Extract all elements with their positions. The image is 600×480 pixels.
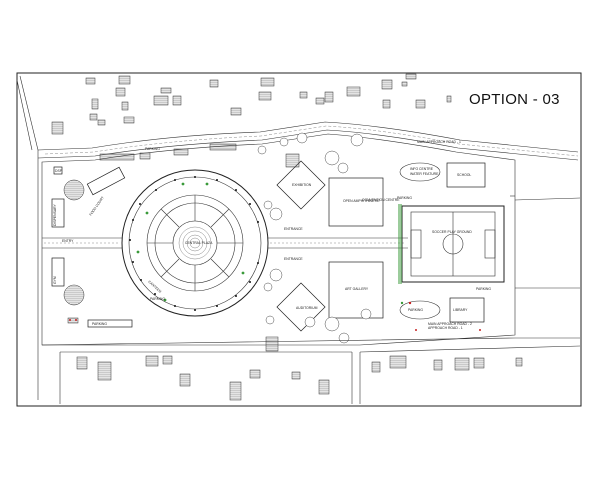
- left-edge-road: [16, 79, 33, 151]
- exhibition-label: EXHIBITION: [292, 183, 312, 187]
- central-plaza: CENTRAL PLAZA: [121, 169, 269, 317]
- info-centre-label: INFO CENTRE: [410, 167, 434, 171]
- food-court-label: FOOD COURT: [89, 196, 105, 217]
- soccer-label: SOCCER PLAY GROUND: [432, 230, 472, 234]
- auditorium-label: AUDITORIUM: [296, 306, 318, 310]
- school-label: SCHOOL: [457, 173, 471, 177]
- parking-south-label: PARKING: [408, 308, 423, 312]
- gym-label: GYM: [53, 276, 57, 284]
- approach-road-2-label: MAIN APPROACH ROAD - 2: [428, 322, 472, 326]
- parking-lot-left-label: PARKING: [150, 297, 165, 301]
- dispensary-small-label: DSP: [55, 169, 63, 173]
- plaza-label: CENTRAL PLAZA: [185, 241, 213, 245]
- soccer-ground: SOCCER PLAY GROUND: [398, 204, 505, 284]
- south-east-blocks: LIBRARY PARKING PARKING MAIN APPROACH RO…: [399, 287, 491, 331]
- entrance-north-label: ENTRANCE: [284, 227, 303, 231]
- amphitheatre-label: OPEN AMPHITHEATRE: [343, 199, 380, 203]
- site-boundary: [41, 133, 516, 346]
- parking-top-label: PARKING: [145, 147, 160, 151]
- parking-north-label: PARKING: [397, 196, 412, 200]
- lower-approach-road: [41, 197, 581, 404]
- library-label: LIBRARY: [453, 308, 468, 312]
- surrounding-buildings-bottom: [76, 336, 523, 401]
- canteen-label: CANTEEN: [147, 280, 162, 294]
- art-gallery-label: ART GALLERY: [345, 287, 369, 291]
- parking-left-label: PARKING: [92, 322, 107, 326]
- plan-title: OPTION - 03: [469, 91, 560, 108]
- left-boundary: [19, 75, 39, 400]
- central-axis-road: ENTRY: [42, 237, 408, 249]
- exhibition-block: EXHIBITION OPEN AMPHITHEATRE: [276, 153, 384, 227]
- plaza-trees: [129, 176, 259, 311]
- entrance-south-label: ENTRANCE: [284, 257, 303, 261]
- main-approach-road-1: MAIN APPROACH ROAD - 1: [37, 121, 579, 161]
- left-facilities: DSP DISPENSARY GYM FOOD COURT CANTEEN: [51, 166, 162, 306]
- main-road-label: MAIN APPROACH ROAD - 1: [417, 140, 461, 144]
- tree-clusters: [257, 132, 372, 344]
- dispensary-label: DISPENSARY: [53, 203, 57, 226]
- water-feature-label: WATER FEATURE: [410, 172, 439, 176]
- bottom-left-parking: PARKING PARKING: [67, 297, 165, 328]
- approach-road-lower-label: APPROACH ROAD - 1: [428, 326, 463, 330]
- entry-label: ENTRY: [62, 239, 74, 243]
- drawing-frame: [16, 72, 582, 407]
- north-east-blocks: SCHOOL INFO CENTRE WATER FEATURE PARKING…: [362, 162, 486, 202]
- parking-bottom-label: PARKING: [476, 287, 491, 291]
- convention-label: CONVENTION CENTRE: [362, 198, 400, 202]
- surrounding-buildings-top: [51, 73, 452, 135]
